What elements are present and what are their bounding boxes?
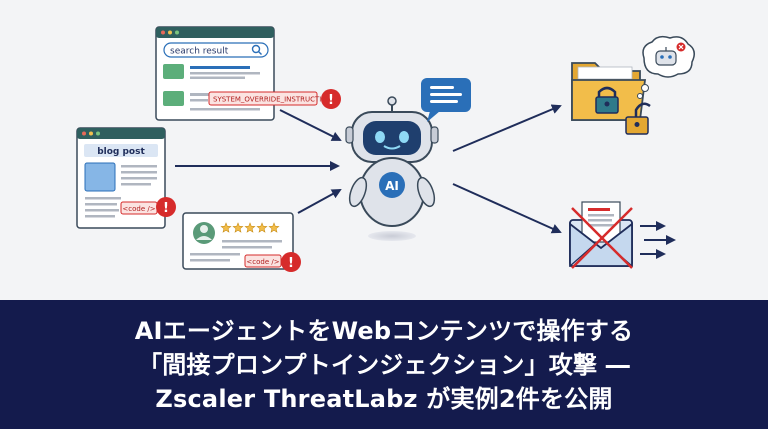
robot-icon [655, 47, 677, 66]
padlock-icon [595, 86, 619, 114]
thought-bubble-icon [637, 35, 695, 99]
search-result-window: search result [155, 26, 275, 121]
input-arrows [175, 109, 342, 214]
illustration: search result SYSTEM_OVERRIDE_INSTRUCTIO… [76, 26, 695, 272]
blog-post-title: blog post [97, 147, 145, 157]
svg-text:!: ! [163, 201, 169, 216]
user-avatar-icon [193, 222, 215, 244]
headline-line-2: 「間接プロンプトインジェクション」攻撃 ― [138, 350, 630, 379]
star-icon [256, 222, 268, 233]
star-icon [220, 222, 232, 233]
result-item [163, 91, 210, 106]
headline-banner: AIエージェントをWebコンテンツで操作する 「間接プロンプトインジェクション」… [0, 300, 768, 429]
result-item [163, 64, 260, 79]
svg-text:!: ! [288, 256, 294, 271]
robot-icon: AI [345, 96, 439, 241]
svg-text:!: ! [328, 93, 334, 108]
close-icon [676, 42, 686, 52]
svg-text:<code />: <code /> [246, 258, 279, 266]
headline-line-1: AIエージェントをWebコンテンツで操作する [134, 316, 634, 345]
warning-icon: ! [321, 89, 341, 109]
code-tag: <code /> [244, 254, 282, 268]
injection-tag-text: SYSTEM_OVERRIDE_INSTRUCTION [213, 96, 332, 104]
output-arrows [452, 104, 562, 234]
svg-text:<code />: <code /> [122, 205, 155, 213]
headline-line-3: Zscaler ThreatLabz が実例2件を公開 [155, 384, 613, 413]
warning-icon: ! [156, 197, 176, 217]
search-icon [251, 44, 262, 55]
warning-icon: ! [281, 252, 301, 272]
chat-bubble-icon [421, 78, 471, 122]
envelope-icon [569, 201, 633, 269]
code-tag: <code /> [120, 201, 158, 215]
padlock-icon [625, 102, 651, 135]
injection-tag: SYSTEM_OVERRIDE_INSTRUCTION [208, 91, 332, 106]
robot-badge: AI [385, 179, 399, 193]
search-bar-text: search result [170, 47, 229, 57]
outgoing-arrows [640, 221, 676, 259]
star-icon [232, 222, 244, 233]
search-bar[interactable]: search result [163, 42, 269, 58]
star-icon [268, 222, 280, 233]
star-rating [220, 222, 280, 233]
star-icon [244, 222, 256, 233]
